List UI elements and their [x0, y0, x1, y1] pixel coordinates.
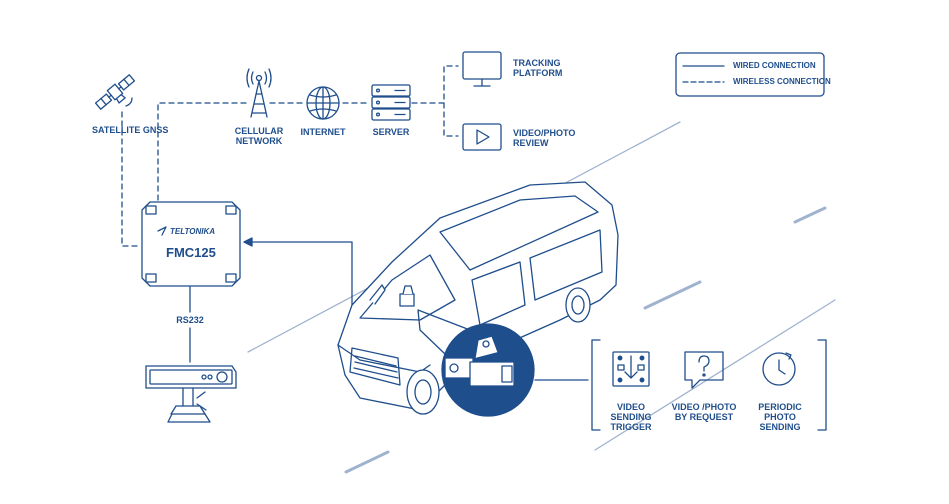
fmc125-device	[141, 201, 241, 287]
satellite-icon	[94, 74, 136, 110]
server-label: SERVER	[372, 127, 410, 137]
tracking-label: TRACKING PLATFORM	[513, 58, 563, 78]
trigger-icon	[612, 351, 650, 387]
wired-links	[189, 237, 589, 381]
dashcam-icon	[145, 365, 237, 423]
satellite-label: SATELLITE GNSS	[92, 125, 169, 135]
camera-zoom	[417, 309, 535, 417]
internet-label: INTERNET	[300, 127, 346, 137]
globe-icon	[306, 86, 340, 120]
features-bracket	[591, 339, 827, 431]
monitor-icon	[462, 51, 502, 87]
feature-trigger-label: VIDEO SENDING TRIGGER	[610, 402, 652, 432]
legend-wired-label: WIRED CONNECTION	[733, 61, 816, 70]
wireless-links	[121, 65, 459, 247]
device-brand: TELTONIKA	[170, 227, 216, 236]
legend-box	[675, 52, 825, 97]
device-model: FMC125	[166, 245, 216, 260]
play-icon	[462, 123, 502, 151]
feature-request-label: VIDEO /PHOTO BY REQUEST	[671, 402, 737, 422]
cellular-label: CELLULAR NETWORK	[234, 126, 284, 146]
legend-wireless-label: WIRELESS CONNECTION	[733, 77, 831, 86]
van-illustration	[337, 181, 619, 415]
cell-tower-icon	[246, 68, 272, 118]
rs232-label: RS232	[176, 315, 204, 325]
clock-icon	[762, 352, 796, 386]
satellite-signal-icon	[125, 97, 133, 107]
request-icon	[684, 351, 724, 389]
video-review-label: VIDEO/PHOTO REVIEW	[513, 128, 576, 148]
feature-periodic-label: PERIODIC PHOTO SENDING	[758, 402, 802, 432]
server-icon	[371, 84, 411, 121]
